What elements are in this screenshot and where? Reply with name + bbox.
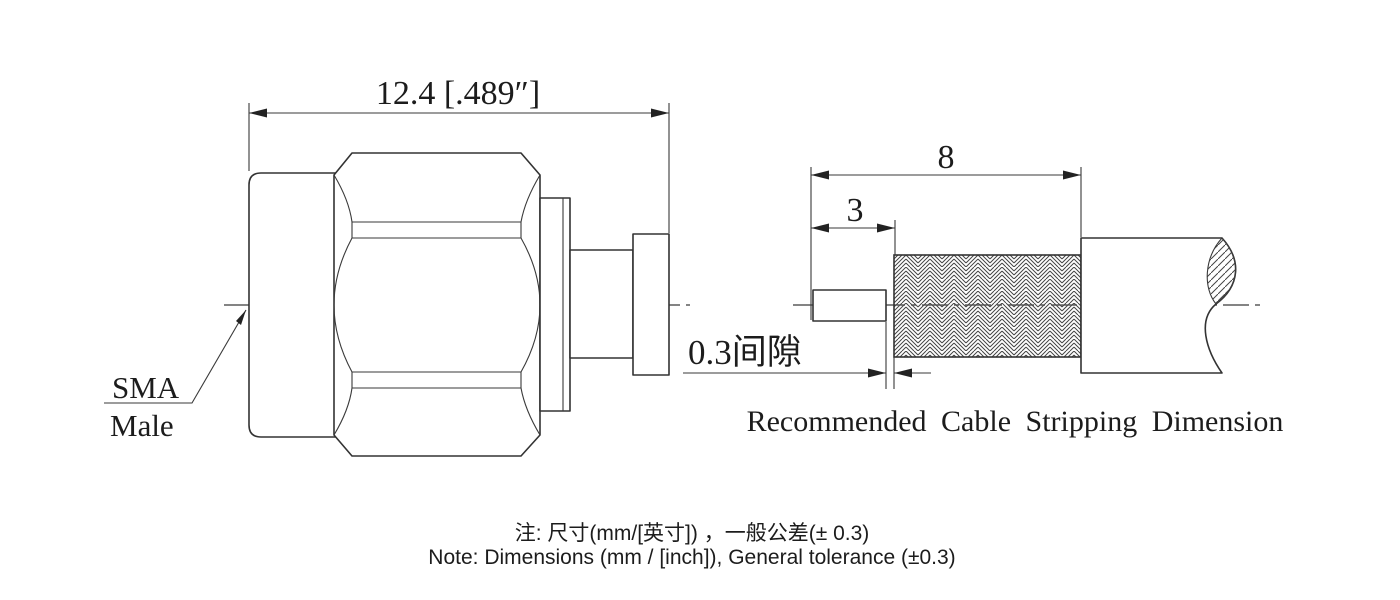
clearance-dimension: 0.3间隙 [683, 322, 931, 389]
connector-shaft [569, 249, 634, 359]
stripping-caption: Recommended Cable Stripping Dimension [747, 405, 1284, 438]
sma-label-line1: SMA [112, 370, 180, 405]
dimension-3-text: 3 [847, 192, 864, 229]
arrowhead-right [651, 108, 669, 118]
arrowhead-left [811, 223, 829, 233]
sma-connector-view: 12.4 [.489″] SMA Male [104, 75, 690, 457]
jacket-break-section [1206, 237, 1237, 305]
width-dimension: 12.4 [.489″] [248, 75, 670, 233]
cable-stripping-view: 8 3 0.3间隙 Recommended Cable Stripping Di… [683, 139, 1283, 438]
sma-label-line2: Male [110, 408, 174, 443]
arrowhead-right [877, 223, 895, 233]
dimension-8-text: 8 [938, 139, 955, 176]
center-conductor [812, 289, 887, 322]
sma-male-label-group: SMA Male [104, 309, 247, 443]
width-dimension-text: 12.4 [.489″] [376, 75, 540, 112]
arrowhead-left [811, 170, 829, 180]
arrowhead-pointing-left [894, 368, 912, 378]
connector-flange [632, 233, 670, 376]
note-chinese: 注: 尺寸(mm/[英寸]) ，一般公差(± 0.3) [515, 522, 870, 545]
hex-nut-silhouette [333, 152, 541, 457]
arrowhead-pointing-right [868, 368, 886, 378]
leader-arrowhead [236, 310, 246, 325]
notes-block: 注: 尺寸(mm/[英寸]) ，一般公差(± 0.3) Note: Dimens… [428, 522, 955, 569]
connector-body [248, 172, 337, 438]
hex-nut-facets [333, 174, 541, 436]
note-english: Note: Dimensions (mm / [inch]), General … [428, 546, 955, 569]
leader-line [104, 309, 247, 404]
strip-dimension-3: 3 [811, 192, 896, 255]
clearance-label-text: 0.3间隙 [688, 333, 802, 372]
cable-braid [893, 254, 1082, 358]
connector-collar [539, 197, 571, 412]
arrowhead-right [1063, 170, 1081, 180]
strip-dimension-8: 8 [810, 139, 1082, 320]
arrowhead-left [249, 108, 267, 118]
